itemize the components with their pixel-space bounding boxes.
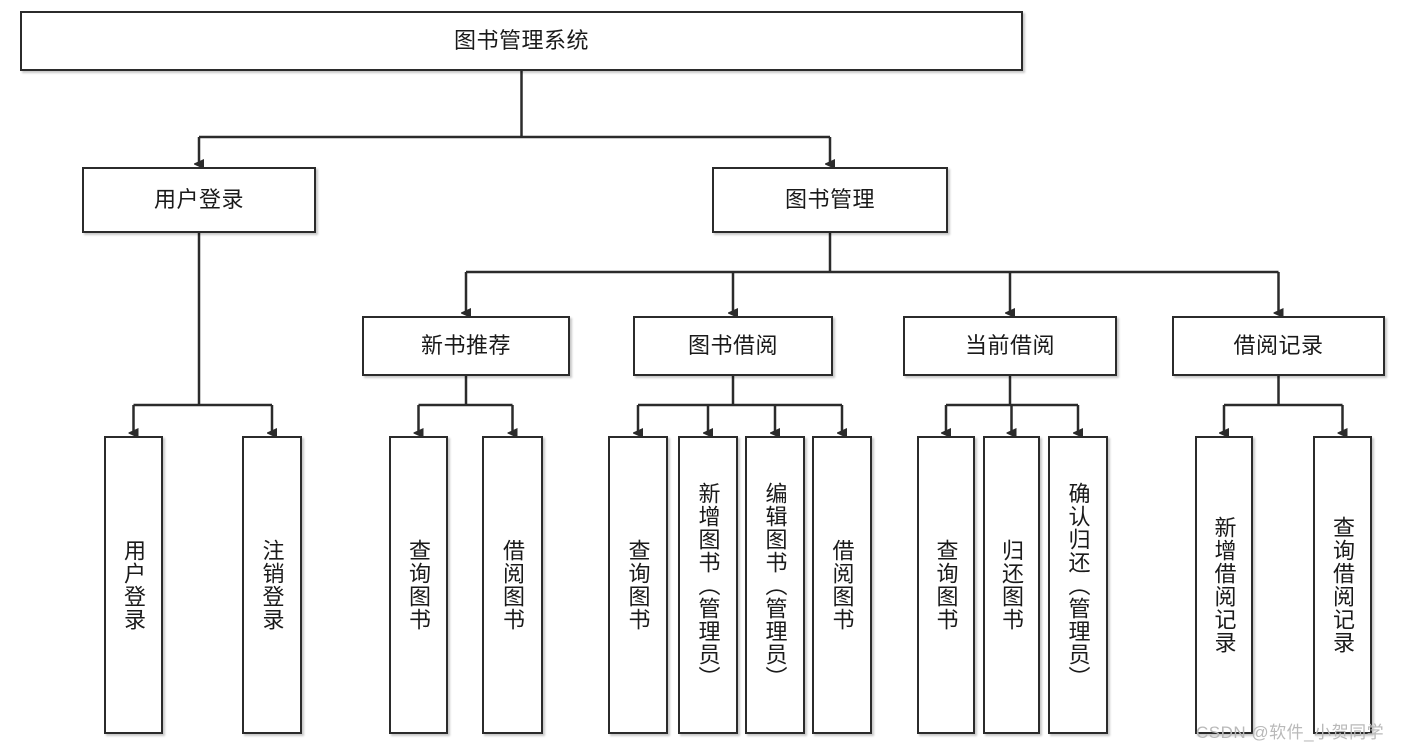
- node-label: 查询图书: [406, 539, 432, 631]
- node-label: 注销登录: [259, 539, 285, 631]
- node-label: 查询图书: [625, 539, 651, 631]
- leaf-current-confirm-return[interactable]: 确认归还（管理员）: [1048, 436, 1108, 734]
- node-borrow-record[interactable]: 借阅记录: [1172, 316, 1385, 376]
- leaf-borrow-add-book[interactable]: 新增图书（管理员）: [678, 436, 738, 734]
- node-new-book-recommend[interactable]: 新书推荐: [362, 316, 570, 376]
- leaf-record-query-borrow-record[interactable]: 查询借阅记录: [1313, 436, 1372, 734]
- node-book-borrow[interactable]: 图书借阅: [633, 316, 833, 376]
- node-root[interactable]: 图书管理系统: [20, 11, 1023, 71]
- node-user-login[interactable]: 用户登录: [82, 167, 316, 233]
- node-label: 归还图书: [999, 539, 1025, 631]
- leaf-record-add-borrow-record[interactable]: 新增借阅记录: [1195, 436, 1253, 734]
- node-current-borrow[interactable]: 当前借阅: [903, 316, 1117, 376]
- node-label: 图书借阅: [687, 333, 778, 359]
- node-label: 查询借阅记录: [1330, 516, 1356, 654]
- node-label: 编辑图书（管理员）: [762, 481, 788, 689]
- node-label: 借阅图书: [500, 539, 526, 631]
- node-label: 新增图书（管理员）: [695, 481, 721, 689]
- leaf-recommend-borrow-book[interactable]: 借阅图书: [482, 436, 543, 734]
- node-label: 借阅图书: [829, 539, 855, 631]
- csdn-watermark: CSDN @软件_小贺同学: [1196, 723, 1385, 742]
- node-label: 用户登录: [121, 539, 147, 631]
- leaf-recommend-query-book[interactable]: 查询图书: [389, 436, 448, 734]
- leaf-current-return-book[interactable]: 归还图书: [983, 436, 1040, 734]
- leaf-borrow-edit-book[interactable]: 编辑图书（管理员）: [745, 436, 805, 734]
- node-book-management[interactable]: 图书管理: [712, 167, 948, 233]
- node-label: 用户登录: [153, 187, 244, 213]
- leaf-user-login[interactable]: 用户登录: [104, 436, 163, 734]
- node-label: 新书推荐: [420, 333, 511, 359]
- leaf-borrow-borrow-book[interactable]: 借阅图书: [812, 436, 872, 734]
- node-label: 确认归还（管理员）: [1065, 481, 1091, 689]
- leaf-current-query-book[interactable]: 查询图书: [917, 436, 975, 734]
- leaf-user-logout[interactable]: 注销登录: [242, 436, 302, 734]
- node-label: 新增借阅记录: [1211, 516, 1237, 654]
- node-label: 图书管理: [784, 187, 875, 213]
- node-label: 查询图书: [933, 539, 959, 631]
- node-label: 图书管理系统: [453, 28, 589, 54]
- leaf-borrow-query-book[interactable]: 查询图书: [608, 436, 668, 734]
- node-label: 当前借阅: [964, 333, 1055, 359]
- node-label: 借阅记录: [1233, 333, 1324, 359]
